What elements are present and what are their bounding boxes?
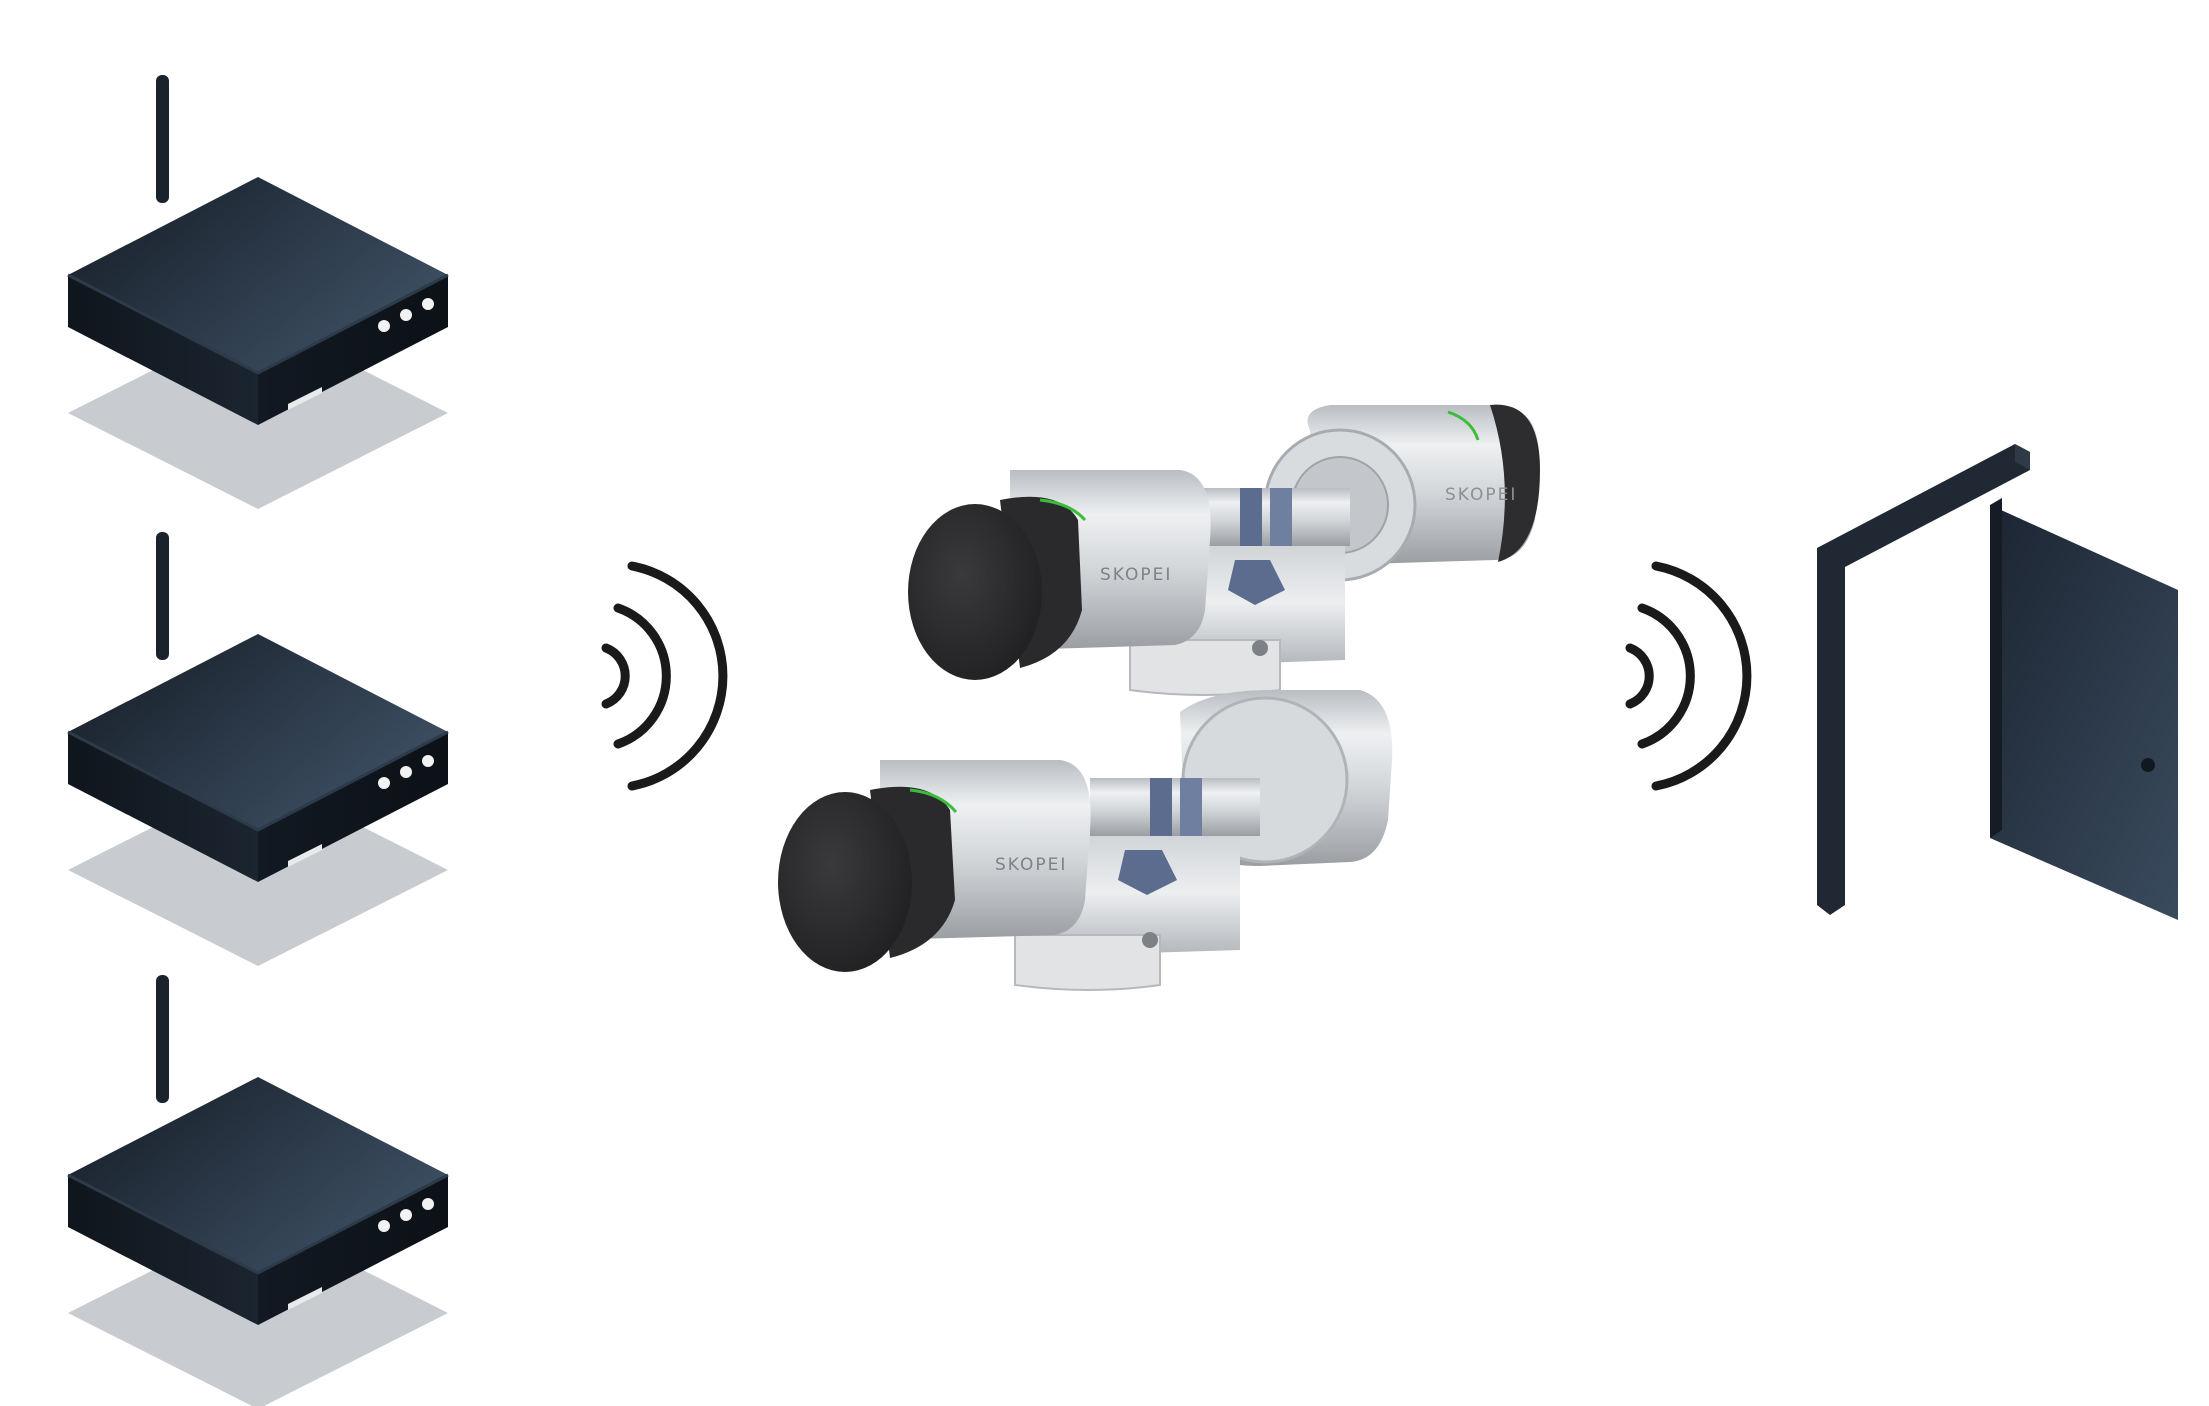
gateway-icon: [66, 530, 450, 968]
gateway-icon: [66, 973, 450, 1406]
wireless-signal-icon: [606, 566, 723, 786]
smart-lock-cylinder-1: SKOPEI SKOPEI: [908, 404, 1540, 696]
gateway-icon: [66, 73, 450, 511]
lock-brand-label: SKOPEI: [995, 855, 1067, 875]
wireless-signal-icon: [1630, 566, 1747, 786]
gateway-3: [66, 973, 450, 1406]
lock-brand-label: SKOPEI: [1100, 565, 1172, 585]
gateway-2: [66, 530, 450, 968]
smart-lock-cylinder-2: SKOPEI: [778, 690, 1393, 991]
open-door-icon: [1817, 444, 2178, 920]
gateway-1: [66, 73, 450, 511]
lock-brand-label: SKOPEI: [1445, 485, 1517, 505]
